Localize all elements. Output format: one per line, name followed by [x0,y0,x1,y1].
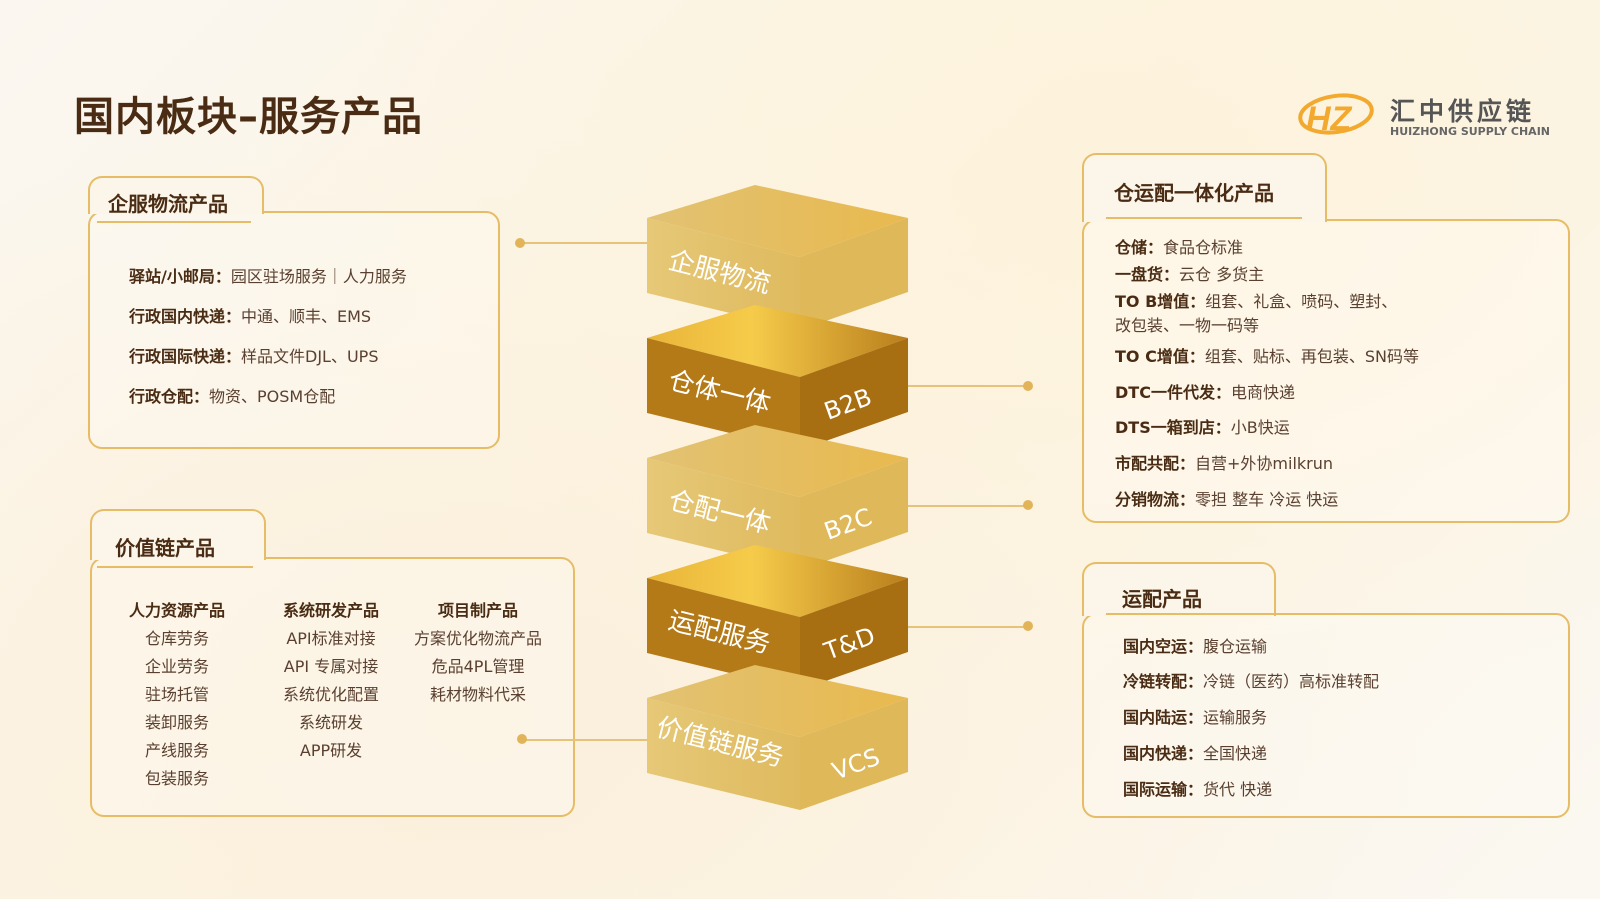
hz-logo-icon: HZ [1298,93,1374,138]
value-chain-item: API 专属对接 [283,657,379,676]
integrated-item: 市配共配：自营+外协milkrun [1115,454,1334,473]
value-chain-item: 仓库劳务 [144,629,209,648]
block-top-face [647,545,908,617]
connector-dot [1023,381,1033,391]
enterprise-item: 行政国内快递：中通、顺丰、EMS [129,307,372,326]
value-chain-column: 人力资源产品仓库劳务企业劳务驻场托管装卸服务产线服务包装服务 [97,597,257,793]
transport-item: 国内空运：腹仓运输 [1123,637,1268,656]
value-chain-item: 耗材物料代采 [429,685,526,704]
value-chain-column: 项目制产品方案优化物流产品危品4PL管理耗材物料代采 [398,597,558,709]
transport-item: 国内快递：全国快递 [1123,744,1268,763]
enterprise-title: 企服物流产品 [108,192,228,216]
connector-dot [1023,621,1033,631]
value-chain-tab [90,509,266,560]
transport-item: 冷链转配：冷链（医药）高标准转配 [1123,672,1380,691]
value-chain-item: 系统研发 [298,713,363,732]
connector-dot [515,238,525,248]
divider [1106,613,1274,615]
block-top-face [647,665,908,737]
connector-line [520,242,648,244]
value-chain-item: 系统优化配置 [282,685,379,704]
connector-line [522,739,648,741]
svg-text:HZ: HZ [1306,100,1353,138]
value-chain-item: 企业劳务 [144,657,209,676]
integrated-item: 分销物流：零担 整车 冷运 快运 [1115,490,1339,509]
block-right-face [800,458,908,570]
integrated-title: 仓运配一体化产品 [1114,181,1274,205]
connector-line [906,626,1028,628]
value-chain-title: 价值链产品 [115,536,215,560]
integrated-item: TO C增值：组套、贴标、再包装、SN码等 [1115,347,1419,366]
transport-panel [1082,613,1570,818]
block-left-face [647,698,800,810]
enterprise-item: 驿站/小邮局：园区驻场服务｜人力服务 [129,267,407,286]
enterprise-item: 行政仓配：物资、POSM仓配 [129,387,336,406]
block-left-face [647,458,800,570]
block-right-face [800,338,908,450]
connector-dot [1023,500,1033,510]
transport-item: 国内陆运：运输服务 [1123,708,1268,727]
integrated-item: TO B增值：组套、礼盒、喷码、塑封、改包装、一物一码等 [1115,292,1398,335]
integrated-item: DTC一件代发：电商快递 [1115,383,1295,402]
integrated-tab [1082,153,1327,222]
block-left-face [647,338,800,450]
block-1: 企服物流 [647,185,908,330]
value-chain-item: 产线服务 [144,741,209,760]
divider [1106,217,1302,219]
block-right-face [800,218,908,330]
block-top-face [647,305,908,377]
connector-line [906,505,1028,507]
logo-en: HUIZHONG SUPPLY CHAIN [1390,125,1550,138]
block-left-face [647,578,800,690]
block-left-face [647,218,800,330]
value-chain-item: 方案优化物流产品 [413,629,542,648]
value-chain-panel [90,557,575,817]
divider [97,221,251,223]
logo-cn: 汇中供应链 [1390,97,1536,126]
value-chain-item: APP研发 [299,741,363,760]
block-right-face [800,578,908,690]
integrated-item: 一盘货：云仓 多货主 [1115,265,1265,284]
transport-title: 运配产品 [1122,587,1202,611]
block-top-face [647,425,908,497]
enterprise-item: 行政国际快递：样品文件DJL、UPS [129,347,379,366]
transport-item: 国际运输：货代 快递 [1123,780,1273,799]
block-right-face [800,698,908,810]
enterprise-tab [88,176,264,214]
logo: HZ 汇中供应链 HUIZHONG SUPPLY CHAIN [1296,88,1550,148]
integrated-item: DTS一箱到店：小B快运 [1115,418,1290,437]
value-chain-item: 危品4PL管理 [431,657,525,676]
integrated-panel [1082,219,1570,523]
value-chain-item: 包装服务 [144,769,209,788]
value-chain-item: 装卸服务 [144,713,209,732]
integrated-item: 仓储：食品仓标准 [1115,238,1244,257]
transport-tab [1082,562,1276,616]
block-top-face [647,185,908,257]
connector-line [906,385,1028,387]
divider [97,566,253,568]
value-chain-item: 驻场托管 [144,685,209,704]
enterprise-panel [88,211,500,449]
connector-dot [517,734,527,744]
value-chain-item: API标准对接 [286,629,376,648]
page-title: 国内板块–服务产品 [74,94,423,140]
